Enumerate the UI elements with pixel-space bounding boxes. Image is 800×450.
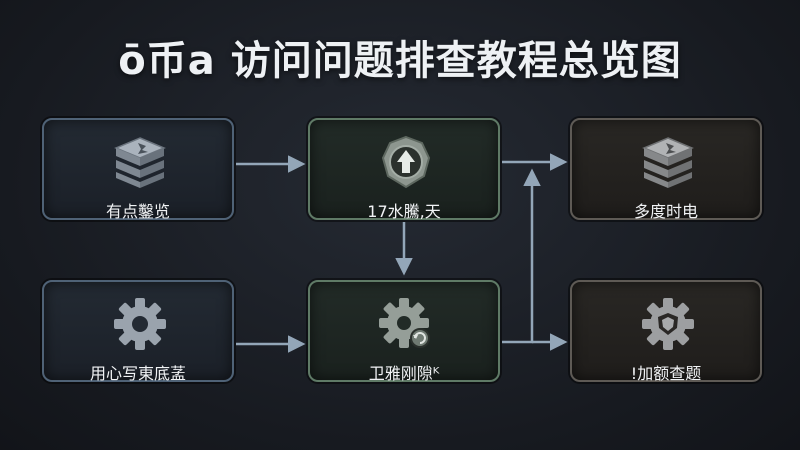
- node-4-label: 用心写東底䓝: [89, 364, 186, 383]
- node-3-label: 多度时电: [633, 202, 698, 221]
- server-stack-icon: [642, 137, 694, 188]
- node-1: 有点鑿览: [42, 118, 234, 221]
- node-4: 用心写東底䓝: [42, 280, 234, 383]
- node-3: 多度时电: [570, 118, 762, 221]
- node-2: 17水騰,天: [308, 118, 500, 221]
- gear-shield-icon: [642, 298, 694, 350]
- node-5-label: 卫雅刚隙ᴷ: [368, 364, 440, 383]
- arrow-n5-n3: [502, 168, 541, 344]
- upload-badge-icon: [381, 135, 431, 189]
- gear-icon: [114, 298, 166, 350]
- gear-refresh-icon: [379, 298, 430, 348]
- node-2-label: 17水騰,天: [367, 202, 441, 221]
- node-5: 卫雅刚隙ᴷ: [308, 280, 500, 383]
- server-stack-icon: [114, 137, 166, 188]
- node-6: !加额查题: [570, 280, 762, 383]
- node-1-label: 有点鑿览: [105, 202, 170, 221]
- node-6-label: !加额查题: [630, 364, 702, 383]
- page-title: ō币a 访问问题排查教程总览图: [118, 38, 682, 84]
